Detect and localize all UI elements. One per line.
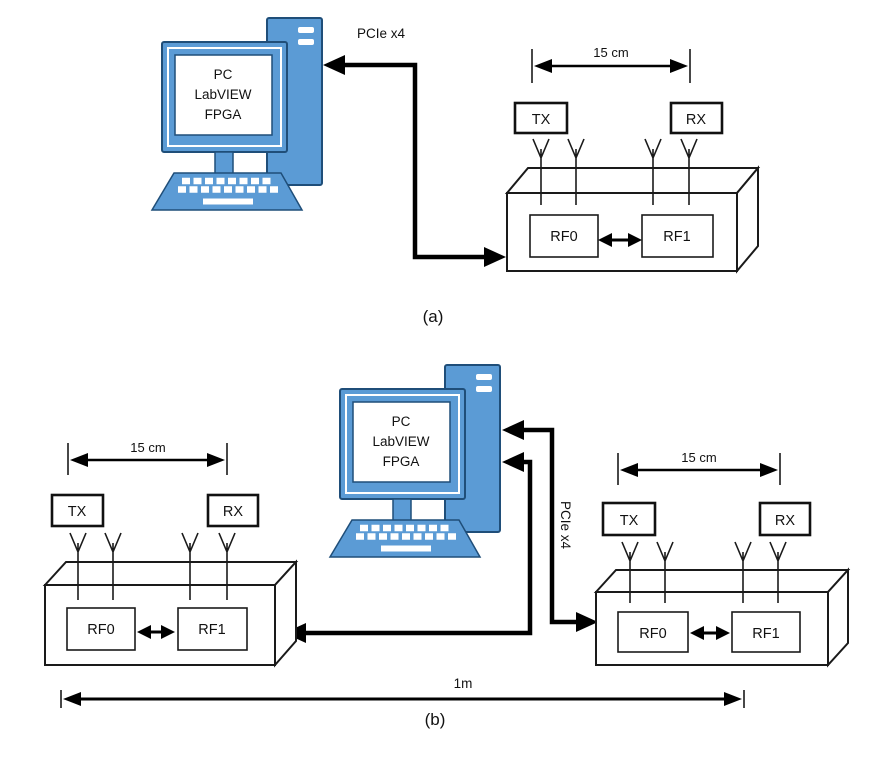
rx-box: [206, 493, 260, 528]
rf0-label: RF0: [550, 229, 577, 245]
rf0-box: [617, 611, 689, 653]
pcie-cable-right: [520, 427, 584, 625]
rf0-label: RF0: [87, 622, 114, 638]
rf1-box: [641, 214, 714, 258]
section-b: PC LabVIEW FPGA PCIe x4 15 cm TX RX: [42, 365, 851, 729]
rf1-label: RF1: [663, 229, 690, 245]
separation-dimension: 15 cm: [531, 45, 691, 83]
arrowhead-left-icon: [502, 452, 524, 472]
arrowhead-right-icon: [576, 612, 598, 632]
arrowhead-right-icon: [161, 625, 175, 639]
antenna-icon: [656, 541, 674, 603]
tx-box: [601, 501, 657, 537]
tx-label: TX: [532, 112, 551, 128]
pc-label-line3: FPGA: [383, 454, 420, 469]
antenna-icon: [532, 138, 550, 205]
tx-label: TX: [620, 513, 639, 529]
antenna-icon: [104, 532, 122, 600]
separation-label: 15 cm: [130, 440, 165, 455]
rf1-label: RF1: [752, 626, 779, 642]
arrowhead-left-icon: [690, 626, 704, 640]
distance-dimension: 1m: [60, 676, 745, 708]
antenna-icon: [621, 541, 639, 603]
separation-label: 15 cm: [681, 450, 716, 465]
distance-label: 1m: [454, 676, 473, 691]
arrowhead-left-icon: [534, 59, 552, 73]
pcie-cable-left: [302, 459, 533, 636]
rx-label: RX: [223, 504, 243, 520]
arrowhead-right-icon: [484, 247, 506, 267]
tx-box: [50, 493, 105, 528]
antenna-icon: [644, 138, 662, 205]
section-caption: (b): [425, 710, 446, 729]
pcie-cable: [340, 62, 488, 260]
pcie-label: PCIe x4: [357, 26, 406, 41]
rf0-label: RF0: [639, 626, 666, 642]
arrowhead-left-icon: [620, 463, 638, 477]
pc-label-line2: LabVIEW: [372, 434, 429, 449]
pc-label-line1: PC: [392, 414, 411, 429]
sdr-box-top-face: [42, 561, 299, 586]
antenna-icon: [769, 541, 787, 603]
arrowhead-right-icon: [760, 463, 778, 477]
arrowhead-right-icon: [724, 692, 742, 706]
antenna-icon: [567, 138, 585, 205]
sdr-box-top-face: [504, 167, 761, 194]
pc-label-line1: PC: [214, 67, 233, 82]
pc-label-line3: FPGA: [205, 107, 242, 122]
pc-label-line2: LabVIEW: [194, 87, 251, 102]
section-caption: (a): [423, 307, 444, 326]
arrowhead-left-icon: [63, 692, 81, 706]
rf0-box: [529, 214, 599, 258]
rf0-box: [66, 607, 136, 651]
separation-label: 15 cm: [593, 45, 628, 60]
left-unit: 15 cm TX RX RF0 RF1: [42, 440, 299, 668]
arrowhead-left-icon: [598, 233, 612, 247]
arrowhead-left-icon: [70, 453, 88, 467]
arrowhead-left-icon: [502, 420, 524, 440]
rx-box: [758, 501, 812, 537]
antenna-icon: [69, 532, 87, 600]
tx-box: [513, 101, 569, 135]
sdr-box-top-face: [593, 569, 851, 593]
right-unit: 15 cm TX RX RF0 RF1: [593, 450, 851, 668]
antenna-icon: [734, 541, 752, 603]
tx-label: TX: [68, 504, 87, 520]
rf1-label: RF1: [198, 622, 225, 638]
rf1-box: [177, 607, 248, 651]
pcie-label: PCIe x4: [558, 501, 573, 550]
section-a: PC LabVIEW FPGA PCIe x4 15 cm TX RX: [152, 18, 761, 326]
arrowhead-right-icon: [670, 59, 688, 73]
arrowhead-right-icon: [628, 233, 642, 247]
arrowhead-left-icon: [137, 625, 151, 639]
arrowhead-left-icon: [323, 55, 345, 75]
antenna-icon: [218, 532, 236, 600]
arrowhead-right-icon: [716, 626, 730, 640]
rx-label: RX: [775, 513, 795, 529]
arrowhead-right-icon: [207, 453, 225, 467]
antenna-icon: [680, 138, 698, 205]
rf1-box: [731, 611, 801, 653]
rx-label: RX: [686, 112, 706, 128]
antenna-icon: [181, 532, 199, 600]
rx-box: [669, 101, 724, 135]
